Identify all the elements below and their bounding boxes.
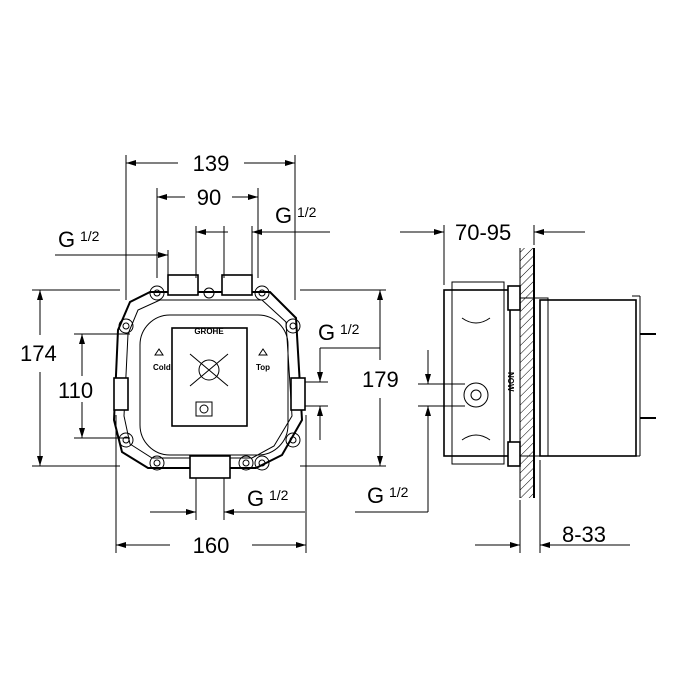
fraction-bottom: 1/2 [269,487,289,503]
dim-110: 110 [58,378,93,403]
thread-side-view: G [367,483,384,508]
dim-90: 90 [197,185,221,210]
center-cross [189,353,229,387]
label-top: Top [256,363,270,372]
label-cold: Cold [153,363,171,372]
up-arrow-icon [154,348,164,356]
left-connection [113,377,129,411]
bottom-valve [195,401,213,417]
dim-139: 139 [193,151,230,176]
top-left-connection [167,274,199,296]
side-view: NOW [443,248,656,498]
dim-160: 160 [193,533,230,558]
fraction-side-view: 1/2 [389,484,409,500]
front-dimensions: 139 90 G 1/2 G 1/2 174 110 [20,151,399,558]
right-connection [290,377,306,411]
fraction-top-right: 1/2 [297,204,317,220]
dim-179: 179 [362,367,399,392]
mounting-lugs [118,285,301,471]
thread-bottom: G [247,486,264,511]
inner-body [139,314,289,456]
thread-right: G [318,320,335,345]
dim-8-33: 8-33 [562,522,606,547]
front-view: GROHE Cold Top [112,274,306,479]
fraction-top-left: 1/2 [80,228,100,244]
center-valve [198,359,220,381]
bottom-connection [189,455,231,479]
side-text: NOW [506,372,515,392]
thread-top-right: G [275,203,292,228]
up-arrow-icon [258,348,268,356]
side-valve [463,382,489,408]
side-dimensions: 70-95 G 1/2 8-33 [355,220,630,553]
wall-hatch [520,248,534,498]
center-plate [171,327,248,427]
side-body [443,289,511,457]
logo-text: GROHE [194,327,224,336]
top-right-connection [221,274,253,296]
dim-70-95: 70-95 [455,220,511,245]
thread-top-left: G [58,227,75,252]
fraction-right: 1/2 [340,321,360,337]
dim-174: 174 [20,341,57,366]
side-ribs [461,317,491,441]
side-cover [539,299,637,457]
